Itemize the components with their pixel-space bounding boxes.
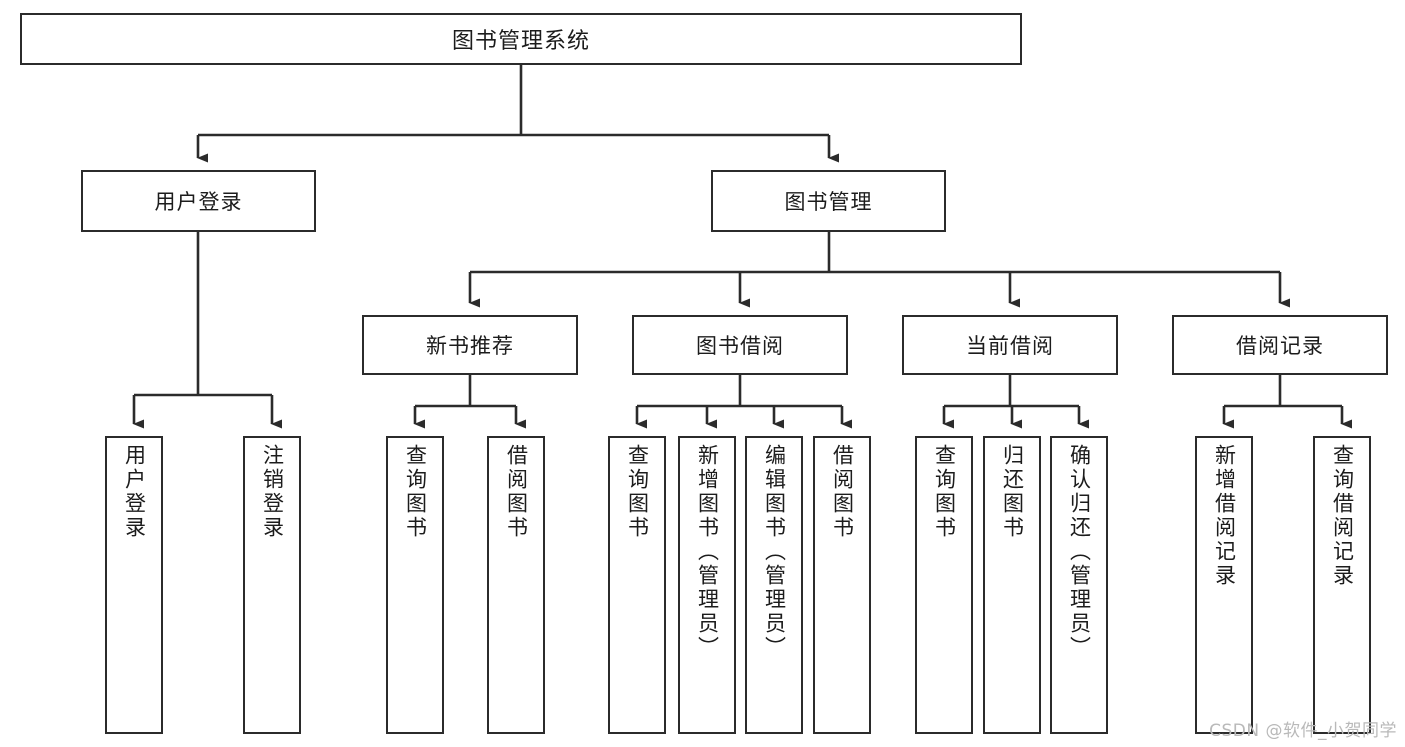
node-label: 查询借阅记录 [1330, 444, 1355, 588]
node-label: 图书管理系统 [451, 29, 590, 54]
leaf-query-book-recommend[interactable]: 查询图书 [386, 436, 444, 734]
node-label: 图书管理 [784, 190, 873, 214]
node-label: 查询图书 [932, 444, 957, 540]
node-label: 新书推荐 [426, 334, 514, 358]
leaf-query-borrow-record[interactable]: 查询借阅记录 [1313, 436, 1371, 734]
node-book-borrow[interactable]: 图书借阅 [632, 315, 848, 375]
node-borrow-record[interactable]: 借阅记录 [1172, 315, 1388, 375]
leaf-add-book-admin[interactable]: 新增图书（管理员） [678, 436, 736, 734]
node-root[interactable]: 图书管理系统 [20, 13, 1022, 65]
leaf-borrow-book[interactable]: 借阅图书 [813, 436, 871, 734]
node-label: 借阅图书 [830, 444, 855, 540]
leaf-return-book[interactable]: 归还图书 [983, 436, 1041, 734]
leaf-query-book-borrow[interactable]: 查询图书 [608, 436, 666, 734]
leaf-user-logout[interactable]: 注销登录 [243, 436, 301, 734]
node-book-management[interactable]: 图书管理 [711, 170, 946, 232]
node-user-login[interactable]: 用户登录 [81, 170, 316, 232]
node-label: 新增借阅记录 [1212, 444, 1237, 588]
node-label: 借阅图书 [504, 444, 529, 540]
node-new-book-recommend[interactable]: 新书推荐 [362, 315, 578, 375]
node-label: 用户登录 [122, 444, 147, 540]
node-label: 图书借阅 [696, 334, 784, 358]
watermark: CSDN @软件_小贺同学 [1209, 721, 1397, 741]
leaf-query-book-current[interactable]: 查询图书 [915, 436, 973, 734]
leaf-confirm-return-admin[interactable]: 确认归还（管理员） [1050, 436, 1108, 734]
leaf-add-borrow-record[interactable]: 新增借阅记录 [1195, 436, 1253, 734]
node-label: 当前借阅 [966, 334, 1054, 358]
leaf-borrow-book-recommend[interactable]: 借阅图书 [487, 436, 545, 734]
node-label: 查询图书 [403, 444, 428, 540]
leaf-edit-book-admin[interactable]: 编辑图书（管理员） [745, 436, 803, 734]
node-label: 确认归还（管理员） [1067, 444, 1092, 660]
node-label: 新增图书（管理员） [695, 444, 720, 660]
node-label: 借阅记录 [1236, 334, 1324, 358]
node-label: 注销登录 [260, 444, 285, 540]
node-current-borrow[interactable]: 当前借阅 [902, 315, 1118, 375]
node-label: 编辑图书（管理员） [762, 444, 787, 660]
leaf-user-login[interactable]: 用户登录 [105, 436, 163, 734]
node-label: 归还图书 [1000, 444, 1025, 540]
node-label: 查询图书 [625, 444, 650, 540]
node-label: 用户登录 [154, 190, 243, 214]
